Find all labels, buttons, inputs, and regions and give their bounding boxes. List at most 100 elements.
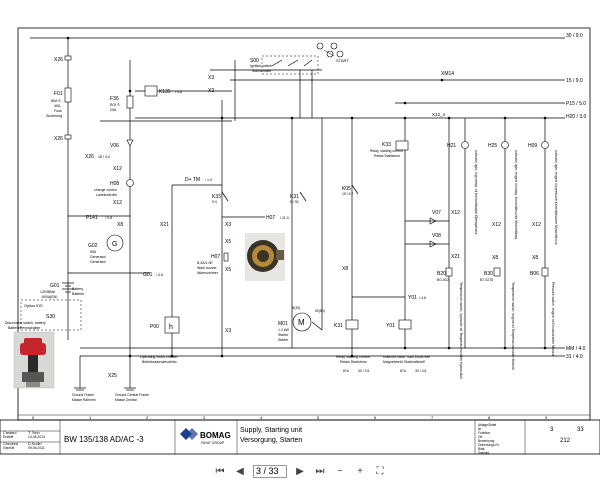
option-ids-box — [20, 299, 82, 331]
page-input[interactable] — [253, 464, 287, 478]
x8-label-2: X8 — [342, 266, 348, 272]
p00-counter-symbol — [164, 316, 180, 334]
sheet-number: 212 — [560, 438, 571, 444]
svg-text:7: 7 — [431, 415, 434, 420]
g01-desc-4: Batterie — [72, 292, 84, 296]
meta-8: Datenbl — [478, 451, 489, 455]
y01-desc-2: Magnetventil Startkraftstoff — [383, 360, 425, 364]
title-block — [0, 419, 600, 455]
g02-desc-2: Generator — [90, 255, 107, 259]
dtm-label: D+ TM — [185, 177, 200, 183]
v06-label: V06 — [110, 143, 119, 149]
k135-ref: / 4.8 — [175, 90, 182, 94]
h08-desc-2: Ladekontrolle — [96, 193, 117, 197]
svg-text:2: 2 — [146, 415, 149, 420]
pdf-viewer-toolbar: ⏮ ◀ ▶ ⏭ − + ⛶ — [0, 455, 600, 487]
g02-g-letter: G — [112, 241, 117, 248]
sheet-page: 3 — [550, 427, 554, 433]
g02-desc-1: 55A — [90, 250, 97, 254]
f36-desc-1: ROI S — [110, 103, 120, 107]
zoom-out-icon[interactable]: − — [337, 465, 343, 477]
b20-vertical-desc: Temperature switch, hydraulic oil Temper… — [459, 282, 463, 379]
p141-ref: / 5.8 — [105, 216, 112, 220]
k05-label: K05 — [342, 186, 351, 192]
svg-text:1: 1 — [89, 415, 92, 420]
k31-contact-1: 87a — [343, 369, 349, 373]
h21-label: H21 — [447, 143, 456, 149]
last-page-icon[interactable]: ⏭ — [315, 465, 325, 477]
x26-connector-1 — [64, 55, 72, 61]
h21-lamp-symbol — [461, 141, 469, 149]
gnd-central-desc-1: Ground Central Frame — [115, 393, 149, 397]
b30-label: B30 — [484, 271, 493, 277]
meta-4: Ort — [478, 435, 483, 439]
sheet-of: 33 — [577, 427, 584, 433]
x3-label-2: X3 — [208, 88, 214, 94]
previous-page-icon[interactable]: ◀ — [236, 465, 244, 477]
x25-label: X25 — [108, 373, 117, 379]
s00-switch-symbol — [261, 55, 319, 75]
key-switch-icon — [316, 42, 344, 58]
g02-label: G02 — [88, 243, 98, 249]
y01-ref-label: Y01 — [408, 295, 417, 301]
s30-desc-1: Disconnect switch, battery — [5, 321, 46, 325]
h07-desc-2: Warn buzzer — [197, 266, 218, 270]
m01-terminal-2: 50(50) — [315, 309, 325, 313]
p141-label: P141 — [86, 215, 98, 221]
f36-fuse-symbol — [126, 95, 134, 109]
b06-vertical-desc: Pressure switch, engine oil Druckschalte… — [551, 282, 555, 356]
k33-ref: 9.4 — [212, 200, 217, 204]
vertical-wires — [67, 38, 546, 356]
model-title: BW 135/138 AD/AC -3 — [64, 435, 144, 444]
k33-relay-label: K33 — [382, 142, 391, 148]
y01-desc-1: solenoid valve, start boost fuel — [383, 355, 430, 359]
meta-3: Funktion — [478, 431, 490, 435]
k05-ref: 15 / 5.7 — [342, 192, 353, 196]
page-indicator — [253, 464, 287, 478]
ground-symbol — [74, 356, 136, 391]
k135-label: K135 — [159, 89, 171, 95]
created-by: T. Sein — [28, 431, 40, 435]
m01-desc-3: Starter — [278, 338, 289, 342]
k31-contact-2: 30 / 3.5 — [358, 369, 369, 373]
g01-desc-2: 600A(EN) — [42, 295, 57, 299]
s30-desc-2: Batterietrennschalter — [8, 326, 41, 330]
x8-label-1: X8 — [117, 222, 123, 228]
p00-h-letter: h — [169, 324, 173, 331]
y01-solenoid-symbol — [398, 319, 412, 330]
disconnect-switch-photo — [13, 331, 55, 389]
b06-label: B06 — [530, 271, 539, 277]
g02-generator-symbol — [106, 234, 124, 252]
svg-text:9: 9 — [545, 415, 548, 420]
h08-label: H08 — [110, 181, 119, 187]
bomag-logo — [180, 428, 198, 440]
svg-text:8: 8 — [488, 415, 491, 420]
x26-label-3: X26 — [85, 154, 94, 160]
meta-7: Blatt — [478, 447, 484, 451]
k33-relay-coil — [395, 140, 409, 151]
x3-label-1: X3 — [208, 75, 214, 81]
zoom-in-icon[interactable]: + — [357, 465, 363, 477]
h25-vertical-desc: Indicator light, engine oil temp. Kontro… — [514, 150, 518, 240]
p00-desc-2: Betriebsstundenzähler — [142, 360, 178, 364]
m01-label: M01 — [278, 321, 288, 327]
k135-coil — [144, 85, 158, 97]
p00-label: P00 — [150, 324, 159, 330]
fullscreen-icon[interactable]: ⛶ — [376, 465, 384, 477]
meta-2: Nr — [478, 427, 482, 431]
f01-desc-1: 80A S — [51, 99, 61, 103]
next-page-icon[interactable]: ▶ — [296, 465, 304, 477]
k31-desc-1: Relay, starting current — [336, 355, 370, 359]
x12-label-3: X12 — [451, 210, 460, 216]
m01-terminal-1: B(30) — [292, 306, 300, 310]
g01-desc-3: Battery — [72, 287, 83, 291]
h09-vertical-desc: Indicator light, engine oil pressure Kon… — [554, 150, 558, 245]
start-label: START — [336, 58, 349, 63]
checked-label: Checked — [3, 442, 18, 446]
b30-desc: B7-S278 — [480, 278, 493, 282]
x12-label-2: X12 — [113, 200, 122, 206]
f01-desc-2: 40A — [54, 104, 61, 108]
h21-vertical-desc: Indicator light, high temp. oil Kontroll… — [474, 150, 478, 235]
first-page-icon[interactable]: ⏮ — [215, 465, 225, 477]
created-sub: Erstellt — [3, 435, 13, 439]
